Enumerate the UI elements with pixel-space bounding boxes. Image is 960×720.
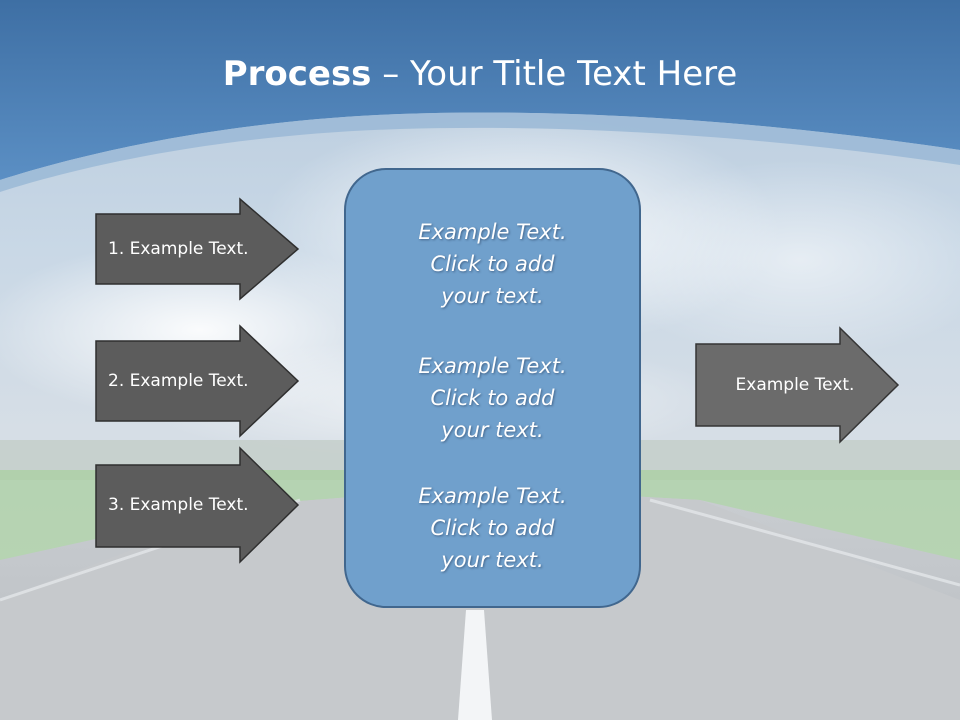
output-arrow-label: Example Text. (735, 375, 855, 395)
right-arrow-shape-icon (695, 326, 900, 444)
center-text-block-3[interactable]: Example Text. Click to add your text. (346, 480, 639, 576)
center-text-block-1[interactable]: Example Text. Click to add your text. (346, 216, 639, 312)
right-arrow-shape-icon (95, 197, 300, 301)
center-text-line: your text. (441, 418, 544, 442)
center-text-line: Click to add (430, 252, 555, 276)
right-arrow-shape-icon (95, 324, 300, 438)
step-arrow-2[interactable]: 2. Example Text. (95, 324, 300, 438)
step-arrow-3[interactable]: 3. Example Text. (95, 446, 300, 564)
center-text-line: Click to add (430, 386, 555, 410)
center-text-line: Example Text. (418, 220, 567, 244)
step-arrow-label: 1. Example Text. (108, 239, 249, 259)
step-arrow-1[interactable]: 1. Example Text. (95, 197, 300, 301)
center-text-line: your text. (441, 284, 544, 308)
center-text-line: Click to add (430, 516, 555, 540)
center-process-box[interactable]: Example Text. Click to add your text. Ex… (344, 168, 641, 608)
step-arrow-label: 3. Example Text. (108, 495, 249, 515)
step-arrow-label: 2. Example Text. (108, 371, 249, 391)
center-text-line: your text. (441, 548, 544, 572)
center-text-block-2[interactable]: Example Text. Click to add your text. (346, 350, 639, 446)
output-arrow[interactable]: Example Text. (695, 326, 900, 444)
title-bold-text: Process (222, 54, 372, 94)
title-rest-text: – Your Title Text Here (371, 54, 738, 94)
right-arrow-shape-icon (95, 446, 300, 564)
center-text-line: Example Text. (418, 354, 567, 378)
center-text-line: Example Text. (418, 484, 567, 508)
slide-title: Process – Your Title Text Here (0, 52, 960, 96)
